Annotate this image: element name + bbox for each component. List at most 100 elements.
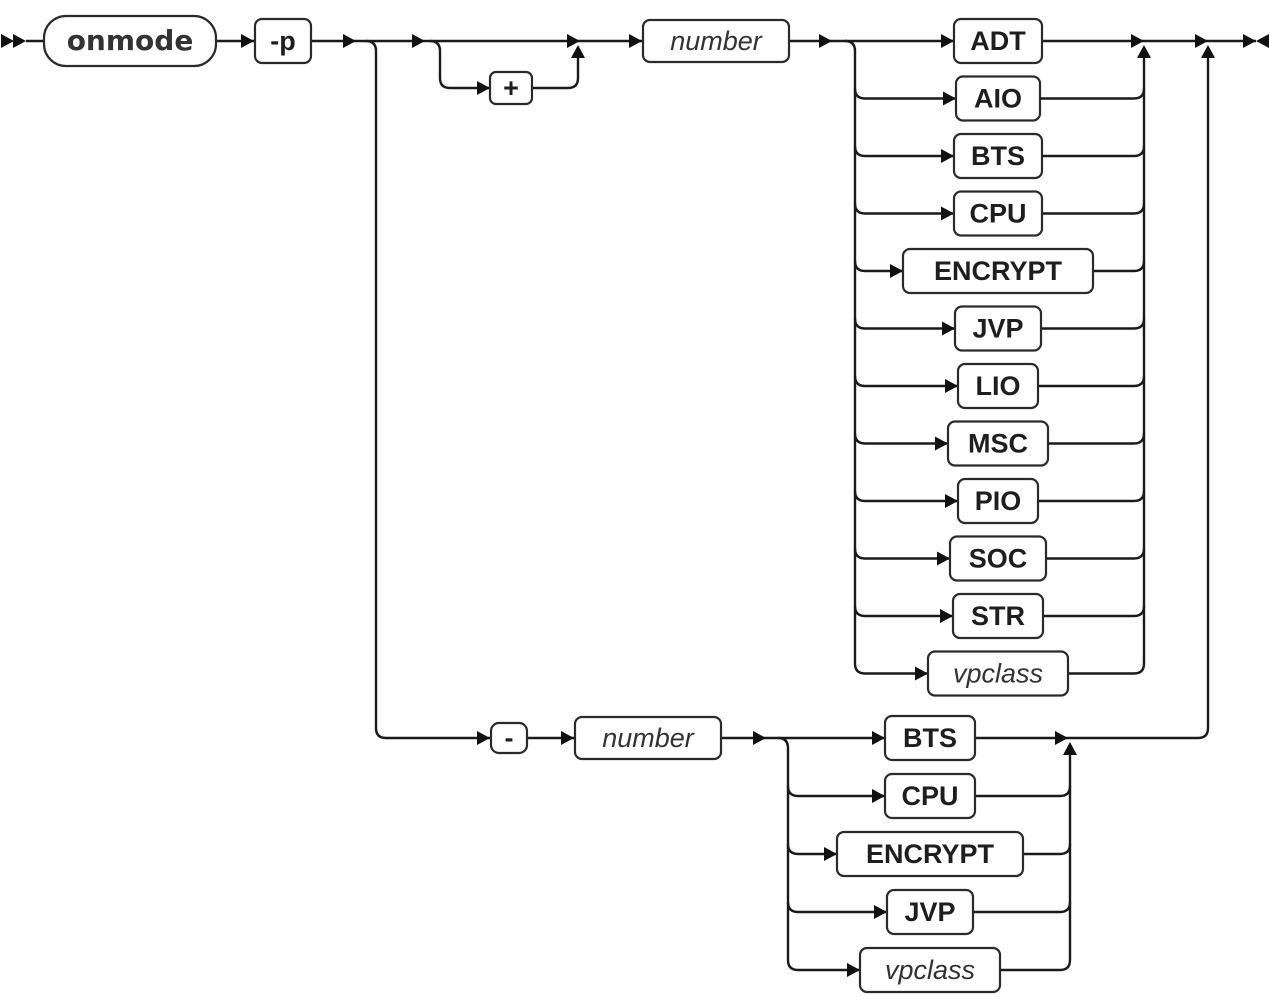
add-option-msc-label: MSC (968, 429, 1028, 459)
add-option-lio: LIO (956, 362, 1040, 410)
arrow-right-icon (945, 494, 958, 508)
arrow-right-icon (890, 264, 903, 278)
arrow-right-icon (937, 551, 950, 566)
arrow-right-icon (753, 731, 766, 745)
end-arrow-icon (1243, 34, 1256, 48)
plus-sign: + (488, 70, 534, 106)
add-option-msc: MSC (946, 420, 1050, 467)
arrow-right-icon (241, 34, 254, 48)
arrow-right-icon (872, 789, 885, 803)
arrow-right-icon (567, 34, 580, 48)
arrow-up-icon (1063, 742, 1077, 755)
connector-line (853, 318, 955, 330)
add-option-pio: PIO (956, 477, 1040, 525)
connector-line (786, 785, 885, 798)
arrow-up-icon (571, 45, 585, 58)
arrow-right-icon (940, 609, 953, 623)
arrow-right-icon (343, 34, 356, 48)
add-option-adt: ADT (952, 17, 1044, 65)
add-option-bts-box (952, 132, 1044, 180)
flag-p-label: -p (270, 26, 295, 56)
connector-line (1197, 55, 1210, 740)
remove-option-jvp-label: JVP (904, 897, 955, 927)
remove-option-bts: BTS (883, 714, 977, 762)
add-option-soc-label: SOC (969, 544, 1028, 574)
add-number: number (641, 18, 791, 64)
add-option-adt-box (952, 17, 1044, 65)
add-option-cpu-box (952, 190, 1044, 237)
add-option-encrypt: ENCRYPT (901, 247, 1095, 295)
arrow-right-icon (943, 91, 956, 106)
connector-line (1043, 605, 1146, 618)
add-option-aio-box (954, 75, 1042, 122)
add-number-label: number (670, 26, 763, 56)
command-onmode: onmode (42, 14, 218, 68)
arrow-right-icon (872, 731, 885, 745)
add-option-encrypt-box (901, 247, 1095, 295)
start-arrow-icon (13, 34, 26, 48)
add-option-encrypt-label: ENCRYPT (934, 256, 1063, 286)
connector-line (429, 39, 490, 90)
connector-line (365, 39, 490, 740)
add-option-jvp-label: JVP (972, 314, 1023, 344)
add-option-vpclass-label: vpclass (953, 659, 1043, 689)
arrow-up-icon (1201, 45, 1215, 58)
arrow-right-icon (629, 34, 642, 48)
connector-line (975, 785, 1072, 798)
connector-line (1023, 843, 1072, 856)
remove-option-bts-label: BTS (903, 723, 957, 753)
connector-line (844, 39, 857, 664)
plus-sign-label: + (503, 73, 519, 103)
connector-line (1068, 663, 1146, 675)
add-option-cpu-label: CPU (969, 199, 1026, 229)
connector-line (1093, 260, 1146, 273)
connector-line (853, 433, 948, 445)
connector-line (1042, 203, 1146, 215)
add-option-bts-label: BTS (971, 141, 1025, 171)
connector-line (853, 88, 956, 100)
add-option-pio-box (956, 477, 1040, 525)
connector-line (973, 901, 1072, 914)
minus-sign: - (489, 721, 529, 755)
add-number-box (641, 18, 791, 64)
remove-option-encrypt-label: ENCRYPT (866, 839, 995, 869)
minus-sign-label: - (505, 723, 514, 753)
connector-line (853, 663, 928, 675)
add-option-jvp-box (953, 305, 1043, 352)
connector-line (853, 145, 954, 158)
start-arrow-icon (1, 34, 14, 48)
arrow-right-icon (945, 379, 958, 393)
connector-line (1038, 490, 1146, 503)
add-option-pio-label: PIO (975, 486, 1022, 516)
connector-line (777, 736, 790, 960)
remove-number: number (573, 715, 723, 761)
arrow-up-icon (1137, 45, 1151, 58)
arrow-right-icon (561, 731, 574, 745)
add-option-str-label: STR (971, 601, 1025, 631)
arrow-right-icon (847, 963, 860, 977)
connector-line (853, 375, 958, 388)
connector-line (1048, 433, 1146, 445)
remove-option-cpu: CPU (883, 772, 977, 820)
arrow-right-icon (942, 321, 955, 336)
remove-option-jvp-box (885, 888, 975, 936)
arrow-right-icon (941, 34, 954, 48)
connector-lines (26, 39, 1256, 972)
add-option-str-box (951, 592, 1045, 640)
connector-line (532, 55, 580, 90)
connector-line (853, 490, 958, 503)
remove-option-encrypt-box (835, 830, 1025, 878)
remove-option-bts-box (883, 714, 977, 762)
remove-option-vpclass-box (858, 946, 1002, 994)
arrow-right-icon (477, 731, 490, 745)
connector-line (853, 605, 953, 618)
add-option-lio-box (956, 362, 1040, 410)
remove-number-box (573, 715, 723, 761)
add-option-adt-label: ADT (970, 26, 1026, 56)
add-option-jvp: JVP (953, 305, 1043, 352)
add-option-aio-label: AIO (974, 84, 1022, 114)
flag-p-box (253, 17, 313, 65)
connector-line (1000, 959, 1072, 972)
arrow-right-icon (819, 34, 832, 48)
